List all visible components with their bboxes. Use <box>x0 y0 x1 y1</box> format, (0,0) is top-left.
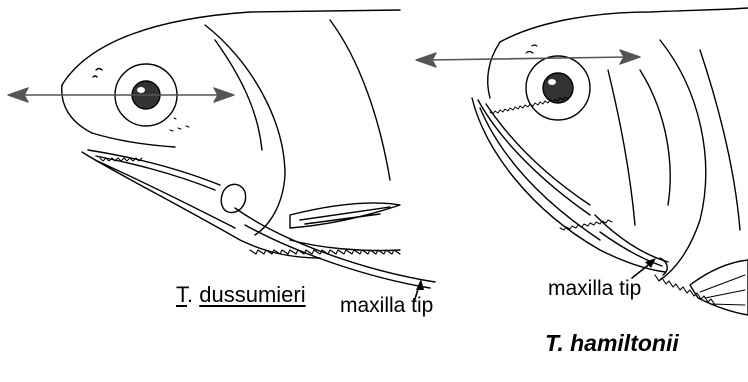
left-species-separator: . <box>187 282 199 307</box>
right-operculum <box>660 40 706 280</box>
right-operculum-inner <box>640 70 670 205</box>
left-snout-lower <box>92 133 175 147</box>
left-fish-head <box>62 10 435 288</box>
left-eye-highlight <box>137 87 145 93</box>
right-fish-head <box>472 8 748 315</box>
left-upper-jaw-inner <box>96 156 215 190</box>
left-head-outline <box>62 10 400 85</box>
left-measure-arrow <box>8 88 234 102</box>
left-species-epithet: dussumieri <box>199 282 305 307</box>
right-maxilla-pointer <box>632 258 656 278</box>
right-nostril <box>526 45 537 53</box>
right-maxilla-tip-label: maxilla tip <box>548 277 641 301</box>
left-nostril-2 <box>93 76 97 77</box>
right-lower-jaw-inner <box>480 108 600 240</box>
left-maxilla <box>235 208 435 282</box>
left-lower-jaw-inner <box>95 160 235 228</box>
left-head-front <box>62 85 92 133</box>
left-genus-abbrev: T <box>176 282 187 307</box>
right-head-outline <box>500 8 748 42</box>
left-cheek-marks <box>170 118 189 131</box>
right-eye-highlight <box>548 79 556 85</box>
right-measure-arrow <box>416 50 640 67</box>
right-maxilla <box>595 215 668 262</box>
left-jaw-knob <box>221 184 245 212</box>
right-body-contour <box>700 50 740 230</box>
right-pectoral-fin <box>690 260 748 315</box>
left-pectoral-ray2 <box>305 214 380 224</box>
left-nostril <box>96 69 102 71</box>
left-species-label: T. dussumieri <box>176 282 306 308</box>
right-head-front <box>488 42 500 98</box>
left-maxilla-tip-label: maxilla tip <box>340 294 433 318</box>
right-species-label: T. hamiltonii <box>545 330 679 357</box>
right-operculum-edge <box>608 70 635 225</box>
left-body-contour <box>330 20 390 180</box>
left-maxilla-lower <box>245 225 430 288</box>
